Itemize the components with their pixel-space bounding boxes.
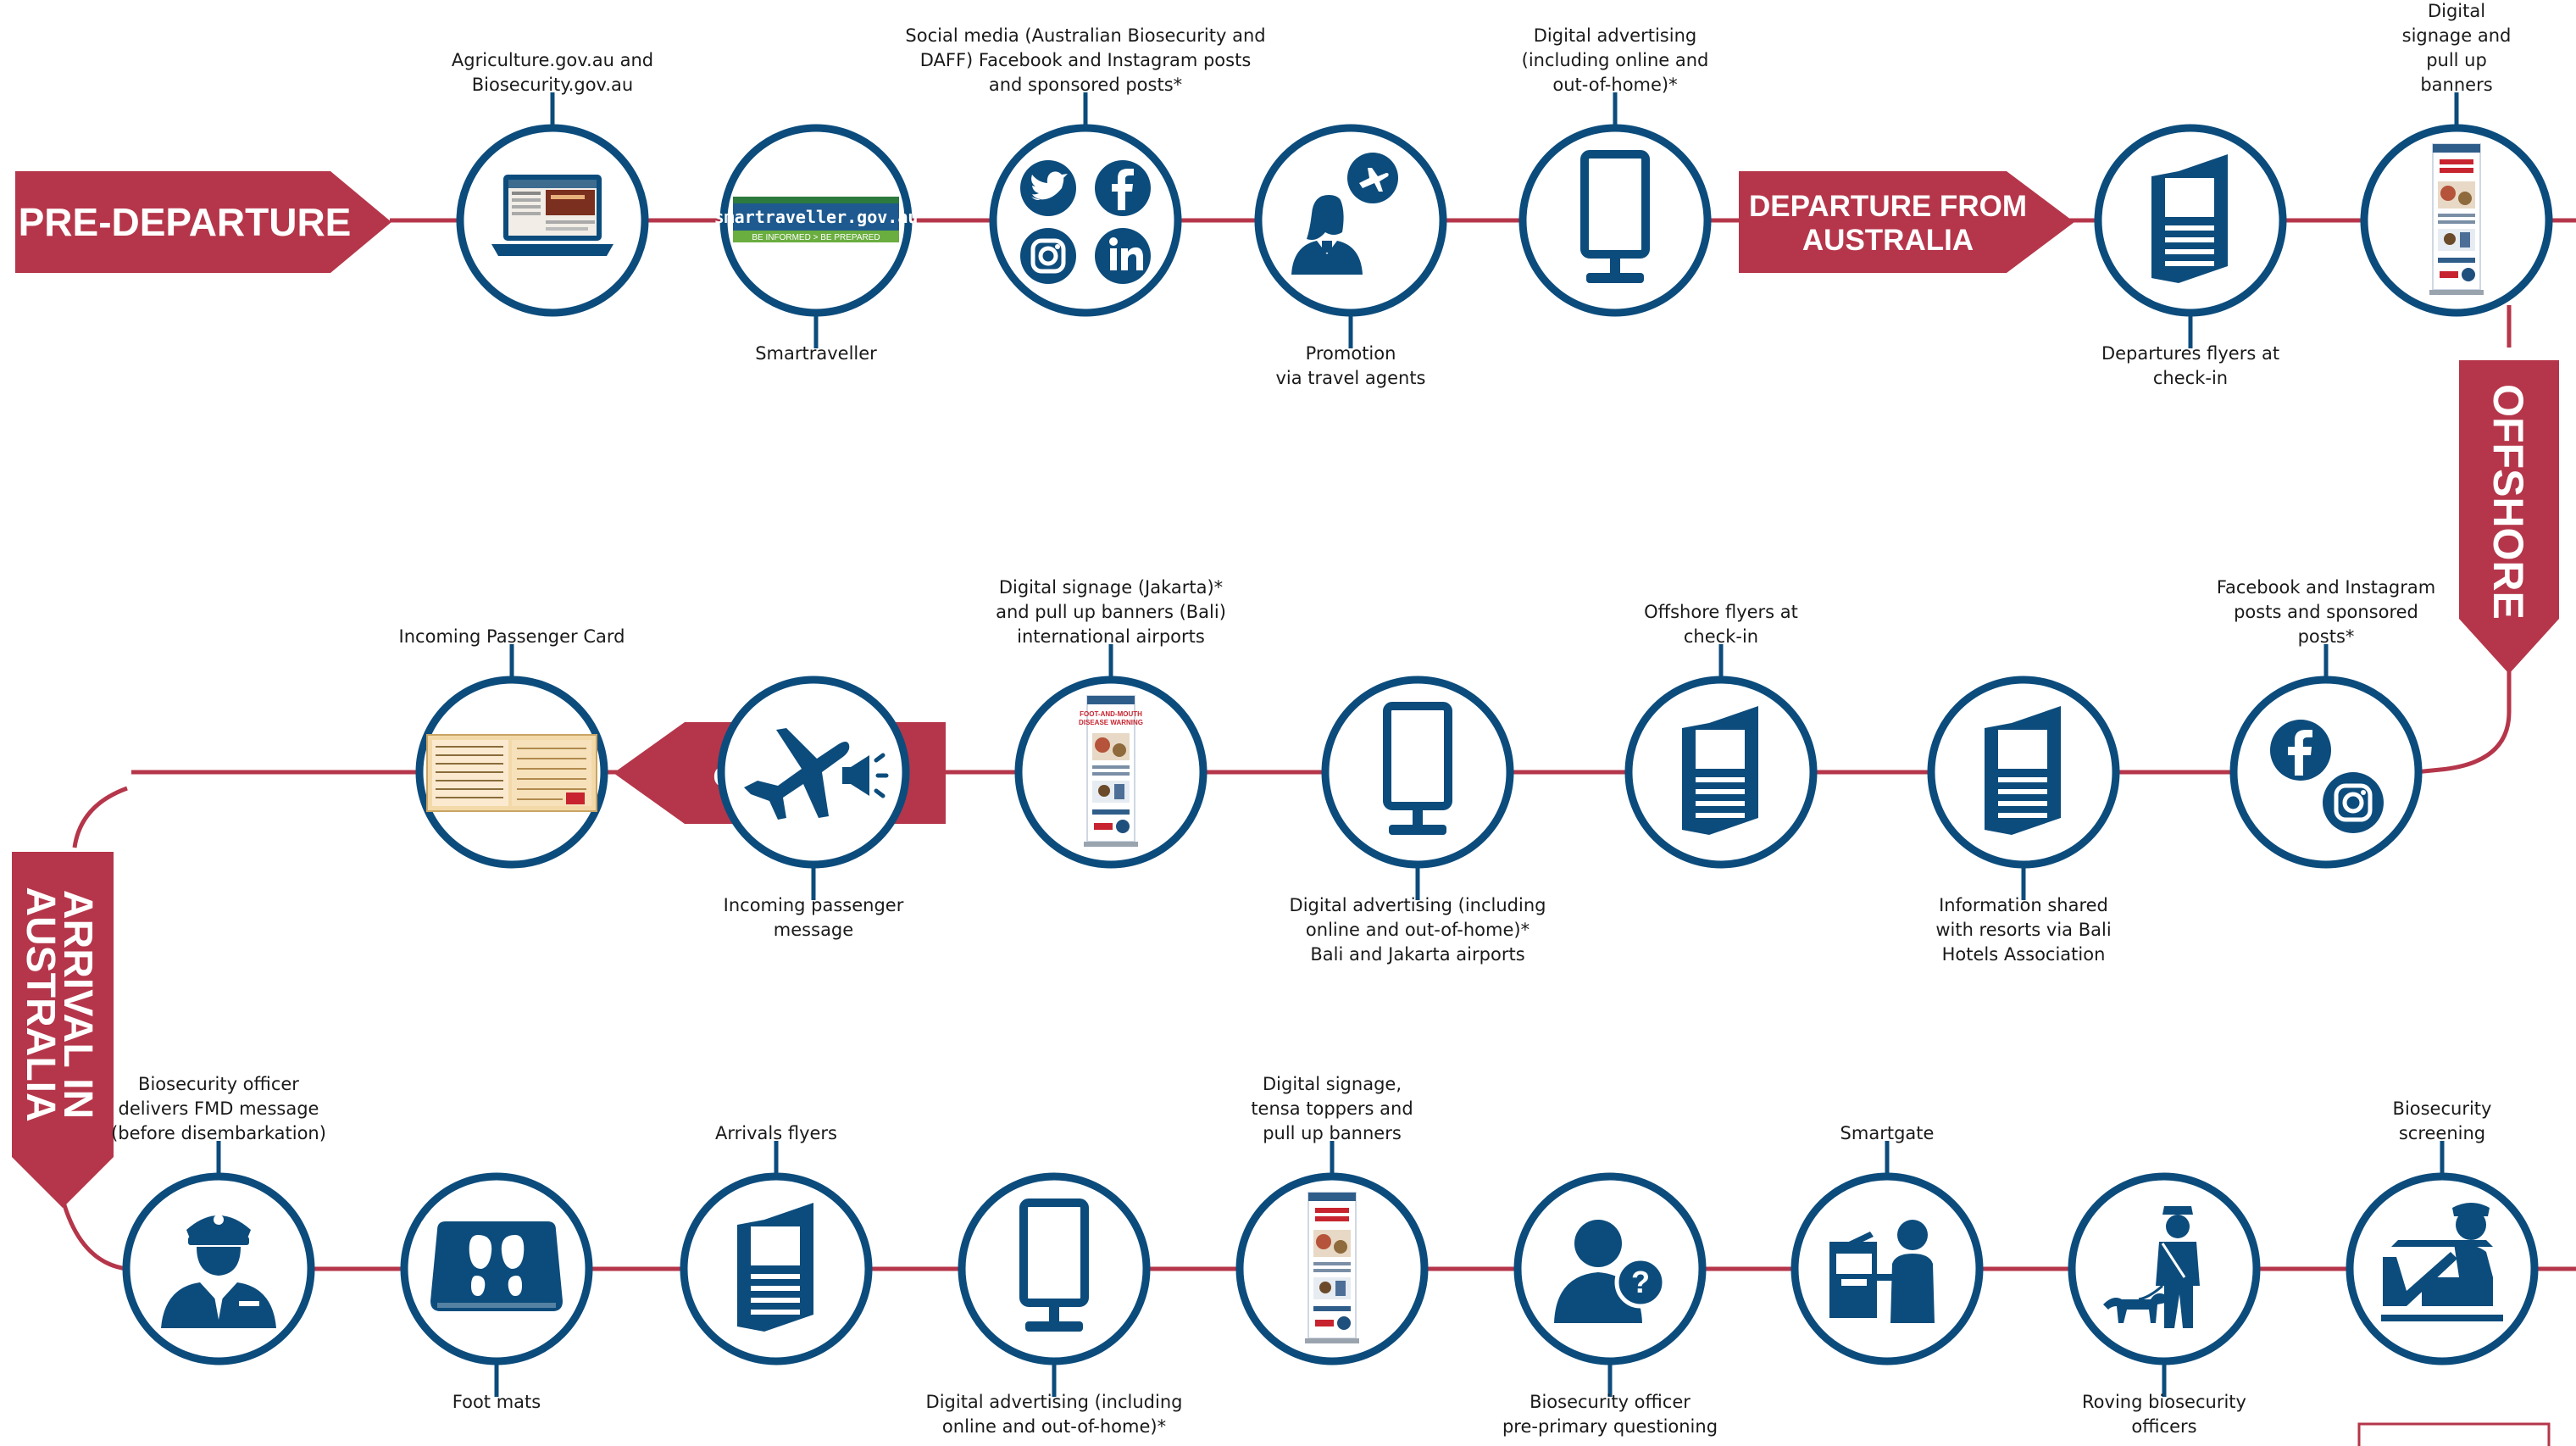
node-officer	[122, 1141, 315, 1365]
svg-text:?: ?	[1631, 1265, 1650, 1299]
node-label: Digital signage (Jakarta)* and pull up b…	[996, 577, 1226, 647]
node-label: Facebook and Instagram posts and sponsor…	[2216, 577, 2436, 647]
node-label: Digital signage, tensa toppers and pull …	[1251, 1074, 1413, 1143]
digital-screen-icon	[1580, 150, 1650, 283]
node-label: Biosecurity officer delivers FMD message…	[111, 1074, 326, 1143]
node-flyer	[1624, 644, 1818, 869]
flyer-icon	[2151, 154, 2228, 283]
svg-text:DISEASE WARNING: DISEASE WARNING	[1079, 719, 1143, 726]
plane-megaphone-icon	[744, 728, 889, 820]
fmd-banner-icon: FOOT-AND-MOUTH DISEASE WARNING	[1079, 695, 1143, 847]
node-passenger-card	[415, 644, 608, 869]
banner-offshore: OFFSHORE	[2459, 360, 2559, 674]
smartgate-icon	[1829, 1220, 1935, 1323]
node-flyer	[1927, 676, 2120, 900]
node-label: Digital signage and pull up banners	[2401, 1, 2512, 95]
node-digital-screen	[1321, 676, 1514, 900]
node-label: Incoming Passenger Card	[398, 626, 625, 647]
svg-text:PRE-DEPARTURE: PRE-DEPARTURE	[19, 200, 352, 244]
node-label: Information shared with resorts via Bali…	[1935, 895, 2112, 965]
person-question-icon: ?	[1554, 1220, 1667, 1323]
node-label: Offshore flyers at check-in	[1644, 602, 1798, 647]
laptop-website-icon	[491, 175, 613, 256]
node-label: Promotion via travel agents	[1275, 343, 1426, 388]
node-plane-megaphone	[717, 676, 910, 900]
smartraveller-logo-icon: smartraveller.gov.au BE INFORMED > BE PR…	[714, 197, 919, 247]
node-travel-agent	[1254, 124, 1447, 348]
node-pull-up-banner	[2360, 92, 2553, 317]
node-label: Social media (Australian Biosecurity and…	[905, 25, 1266, 95]
node-pull-up-banner	[1235, 1141, 1429, 1365]
officer-icon	[161, 1215, 276, 1328]
node-social-media	[989, 92, 1182, 317]
facebook-instagram-icons	[2270, 720, 2384, 833]
node-foot-mat	[400, 1172, 593, 1397]
flyer-icon	[1682, 706, 1758, 835]
node-digital-screen	[958, 1172, 1151, 1397]
node-detector-dog-officer	[2068, 1172, 2261, 1397]
pull-up-banner-icon	[2429, 143, 2484, 295]
svg-text:AUSTRALIA: AUSTRALIA	[1802, 224, 1974, 257]
node-label: Smartraveller	[755, 343, 877, 364]
node-label: Arrivals flyers	[715, 1123, 837, 1143]
digital-screen-icon	[1383, 702, 1452, 835]
node-flyer	[2094, 124, 2287, 348]
banner-pre-departure: PRE-DEPARTURE	[15, 171, 391, 273]
social-media-icons	[1020, 160, 1151, 284]
node-facebook-instagram	[2229, 644, 2423, 869]
node-digital-screen	[1518, 92, 1712, 317]
node-label: Digital advertising (including online an…	[925, 1392, 1183, 1437]
node-fmd-banner: FOOT-AND-MOUTH DISEASE WARNING	[1014, 644, 1208, 869]
node-label: Roving biosecurity officers	[2082, 1392, 2246, 1437]
partial-box	[2357, 1422, 2551, 1446]
node-label: Departures flyers at check-in	[2101, 343, 2280, 388]
detector-dog-officer-icon	[2103, 1206, 2200, 1328]
svg-text:AUSTRALIA: AUSTRALIA	[18, 887, 63, 1121]
banner-arrival-in-australia: ARRIVAL IN AUSTRALIA	[12, 852, 114, 1208]
svg-text:BE INFORMED > BE PREPARED: BE INFORMED > BE PREPARED	[752, 233, 880, 242]
node-label: Digital advertising (including online an…	[1289, 895, 1546, 965]
svg-text:ARRIVAL IN: ARRIVAL IN	[55, 890, 100, 1119]
node-label: Foot mats	[452, 1392, 541, 1412]
node-flyer	[680, 1141, 873, 1365]
node-label: Digital advertising (including online an…	[1521, 25, 1709, 95]
node-person-question: ?	[1513, 1172, 1707, 1397]
flyer-icon	[1985, 706, 2061, 835]
node-label: Incoming passenger message	[723, 895, 904, 940]
banner-departure-from-australia: DEPARTURE FROM AUSTRALIA	[1739, 171, 2074, 273]
node-smartgate	[1790, 1141, 1984, 1365]
node-label: Biosecurity screening	[2392, 1098, 2492, 1143]
svg-text:FOOT-AND-MOUTH: FOOT-AND-MOUTH	[1080, 710, 1142, 718]
svg-text:OFFSHORE: OFFSHORE	[2484, 384, 2532, 620]
node-smartraveller-logo: smartraveller.gov.au BE INFORMED > BE PR…	[714, 124, 919, 348]
node-baggage-screening	[2346, 1141, 2539, 1365]
svg-text:DEPARTURE FROM: DEPARTURE FROM	[1749, 190, 2027, 223]
pull-up-banner-icon	[1305, 1192, 1359, 1343]
node-label: Biosecurity officer pre-primary question…	[1502, 1392, 1718, 1437]
flyer-icon	[737, 1203, 813, 1332]
node-label: Smartgate	[1840, 1123, 1935, 1143]
node-label: Agriculture.gov.au and Biosecurity.gov.a…	[451, 50, 654, 95]
baggage-screening-icon	[2381, 1203, 2503, 1321]
foot-mat-icon	[430, 1221, 563, 1311]
travel-agent-icon	[1291, 153, 1398, 275]
node-laptop-website	[456, 92, 649, 317]
svg-text:smartraveller.gov.au: smartraveller.gov.au	[714, 207, 919, 227]
digital-screen-icon	[1019, 1199, 1089, 1332]
passenger-card-icon	[426, 734, 597, 812]
